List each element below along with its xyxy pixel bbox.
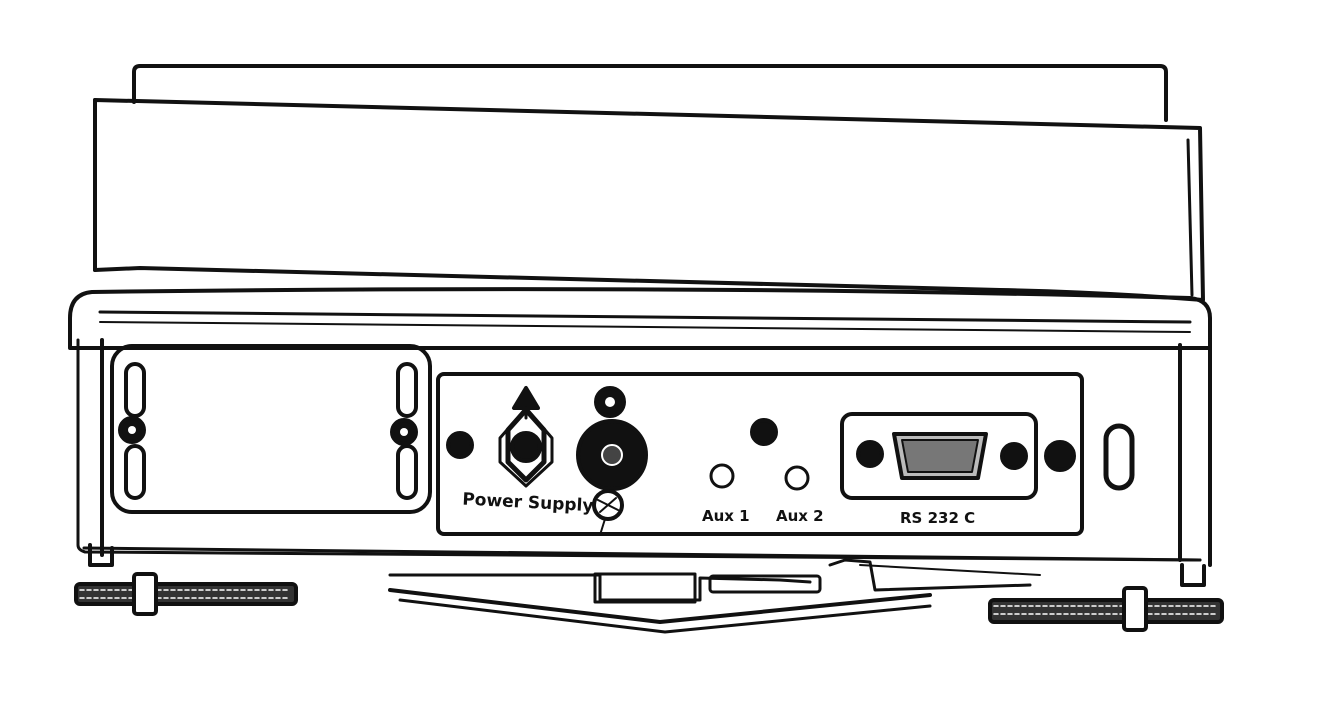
center-screw	[750, 418, 778, 446]
panel-screw-left	[446, 431, 474, 459]
balance-base	[82, 543, 1206, 634]
triangle-arrow-icon	[512, 386, 540, 420]
serial-port-label: RS 232 C	[900, 509, 975, 527]
foot-right	[988, 586, 1224, 632]
round-socket-icon[interactable]	[576, 386, 648, 491]
connector-panel	[436, 372, 1084, 536]
power-supply-label: Power Supply	[462, 489, 594, 516]
panel-screw-right	[1044, 440, 1076, 472]
weighing-pan	[93, 64, 1205, 302]
hex-nut-icon[interactable]	[498, 406, 554, 488]
ground-screw-icon[interactable]	[592, 489, 624, 536]
aux1-socket[interactable]	[709, 463, 735, 489]
balance-housing	[68, 287, 1212, 567]
foot-left	[74, 572, 298, 616]
aux2-socket[interactable]	[784, 465, 810, 491]
aux1-label: Aux 1	[702, 507, 750, 525]
serial-subpanel	[840, 412, 1038, 500]
db9-connector-icon[interactable]	[892, 432, 988, 480]
aux2-label: Aux 2	[776, 507, 824, 525]
side-slot	[1103, 423, 1135, 491]
cover-plate	[110, 344, 432, 514]
